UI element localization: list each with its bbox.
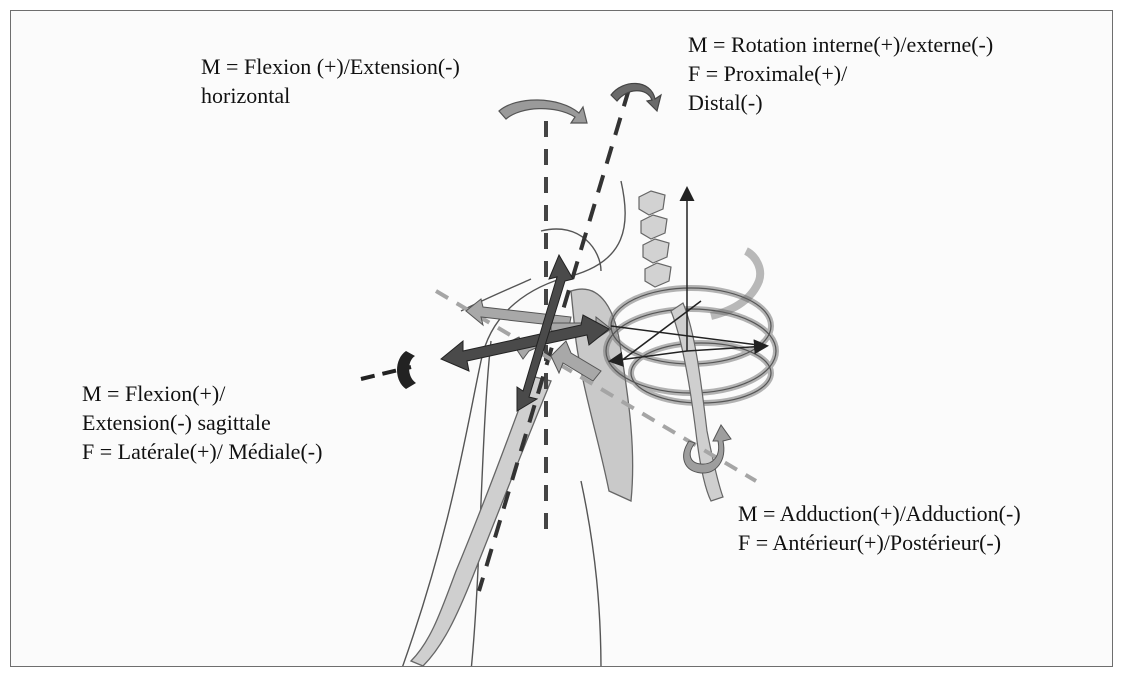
- label-rotation-line3: Distal(-): [688, 88, 993, 117]
- label-sagittal-flexion-line1: M = Flexion(+)/: [82, 379, 322, 408]
- joint-force-arrows-dark: [441, 255, 609, 411]
- label-rotation: M = Rotation interne(+)/externe(-) F = P…: [688, 30, 993, 117]
- label-adduction: M = Adduction(+)/Adduction(-) F = Antéri…: [738, 499, 1021, 557]
- label-horizontal-flexion-line2: horizontal: [201, 81, 460, 110]
- label-horizontal-flexion: M = Flexion (+)/Extension(-) horizontal: [201, 52, 460, 110]
- label-rotation-line1: M = Rotation interne(+)/externe(-): [688, 30, 993, 59]
- label-sagittal-flexion-line2: Extension(-) sagittale: [82, 408, 322, 437]
- label-adduction-line2: F = Antérieur(+)/Postérieur(-): [738, 528, 1021, 557]
- label-rotation-line2: F = Proximale(+)/: [688, 59, 993, 88]
- label-sagittal-flexion: M = Flexion(+)/ Extension(-) sagittale F…: [82, 379, 322, 466]
- sagittal-rotation-arrow-icon: [397, 351, 416, 389]
- spine: [639, 191, 671, 287]
- label-adduction-line1: M = Adduction(+)/Adduction(-): [738, 499, 1021, 528]
- diagram-frame: M = Flexion (+)/Extension(-) horizontal …: [10, 10, 1113, 667]
- horizontal-rotation-arrow-icon: [499, 100, 587, 123]
- label-sagittal-flexion-line3: F = Latérale(+)/ Médiale(-): [82, 437, 322, 466]
- axial-rotation-arrow-icon: [611, 83, 661, 111]
- scapula-bone: [571, 289, 633, 501]
- label-horizontal-flexion-line1: M = Flexion (+)/Extension(-): [201, 52, 460, 81]
